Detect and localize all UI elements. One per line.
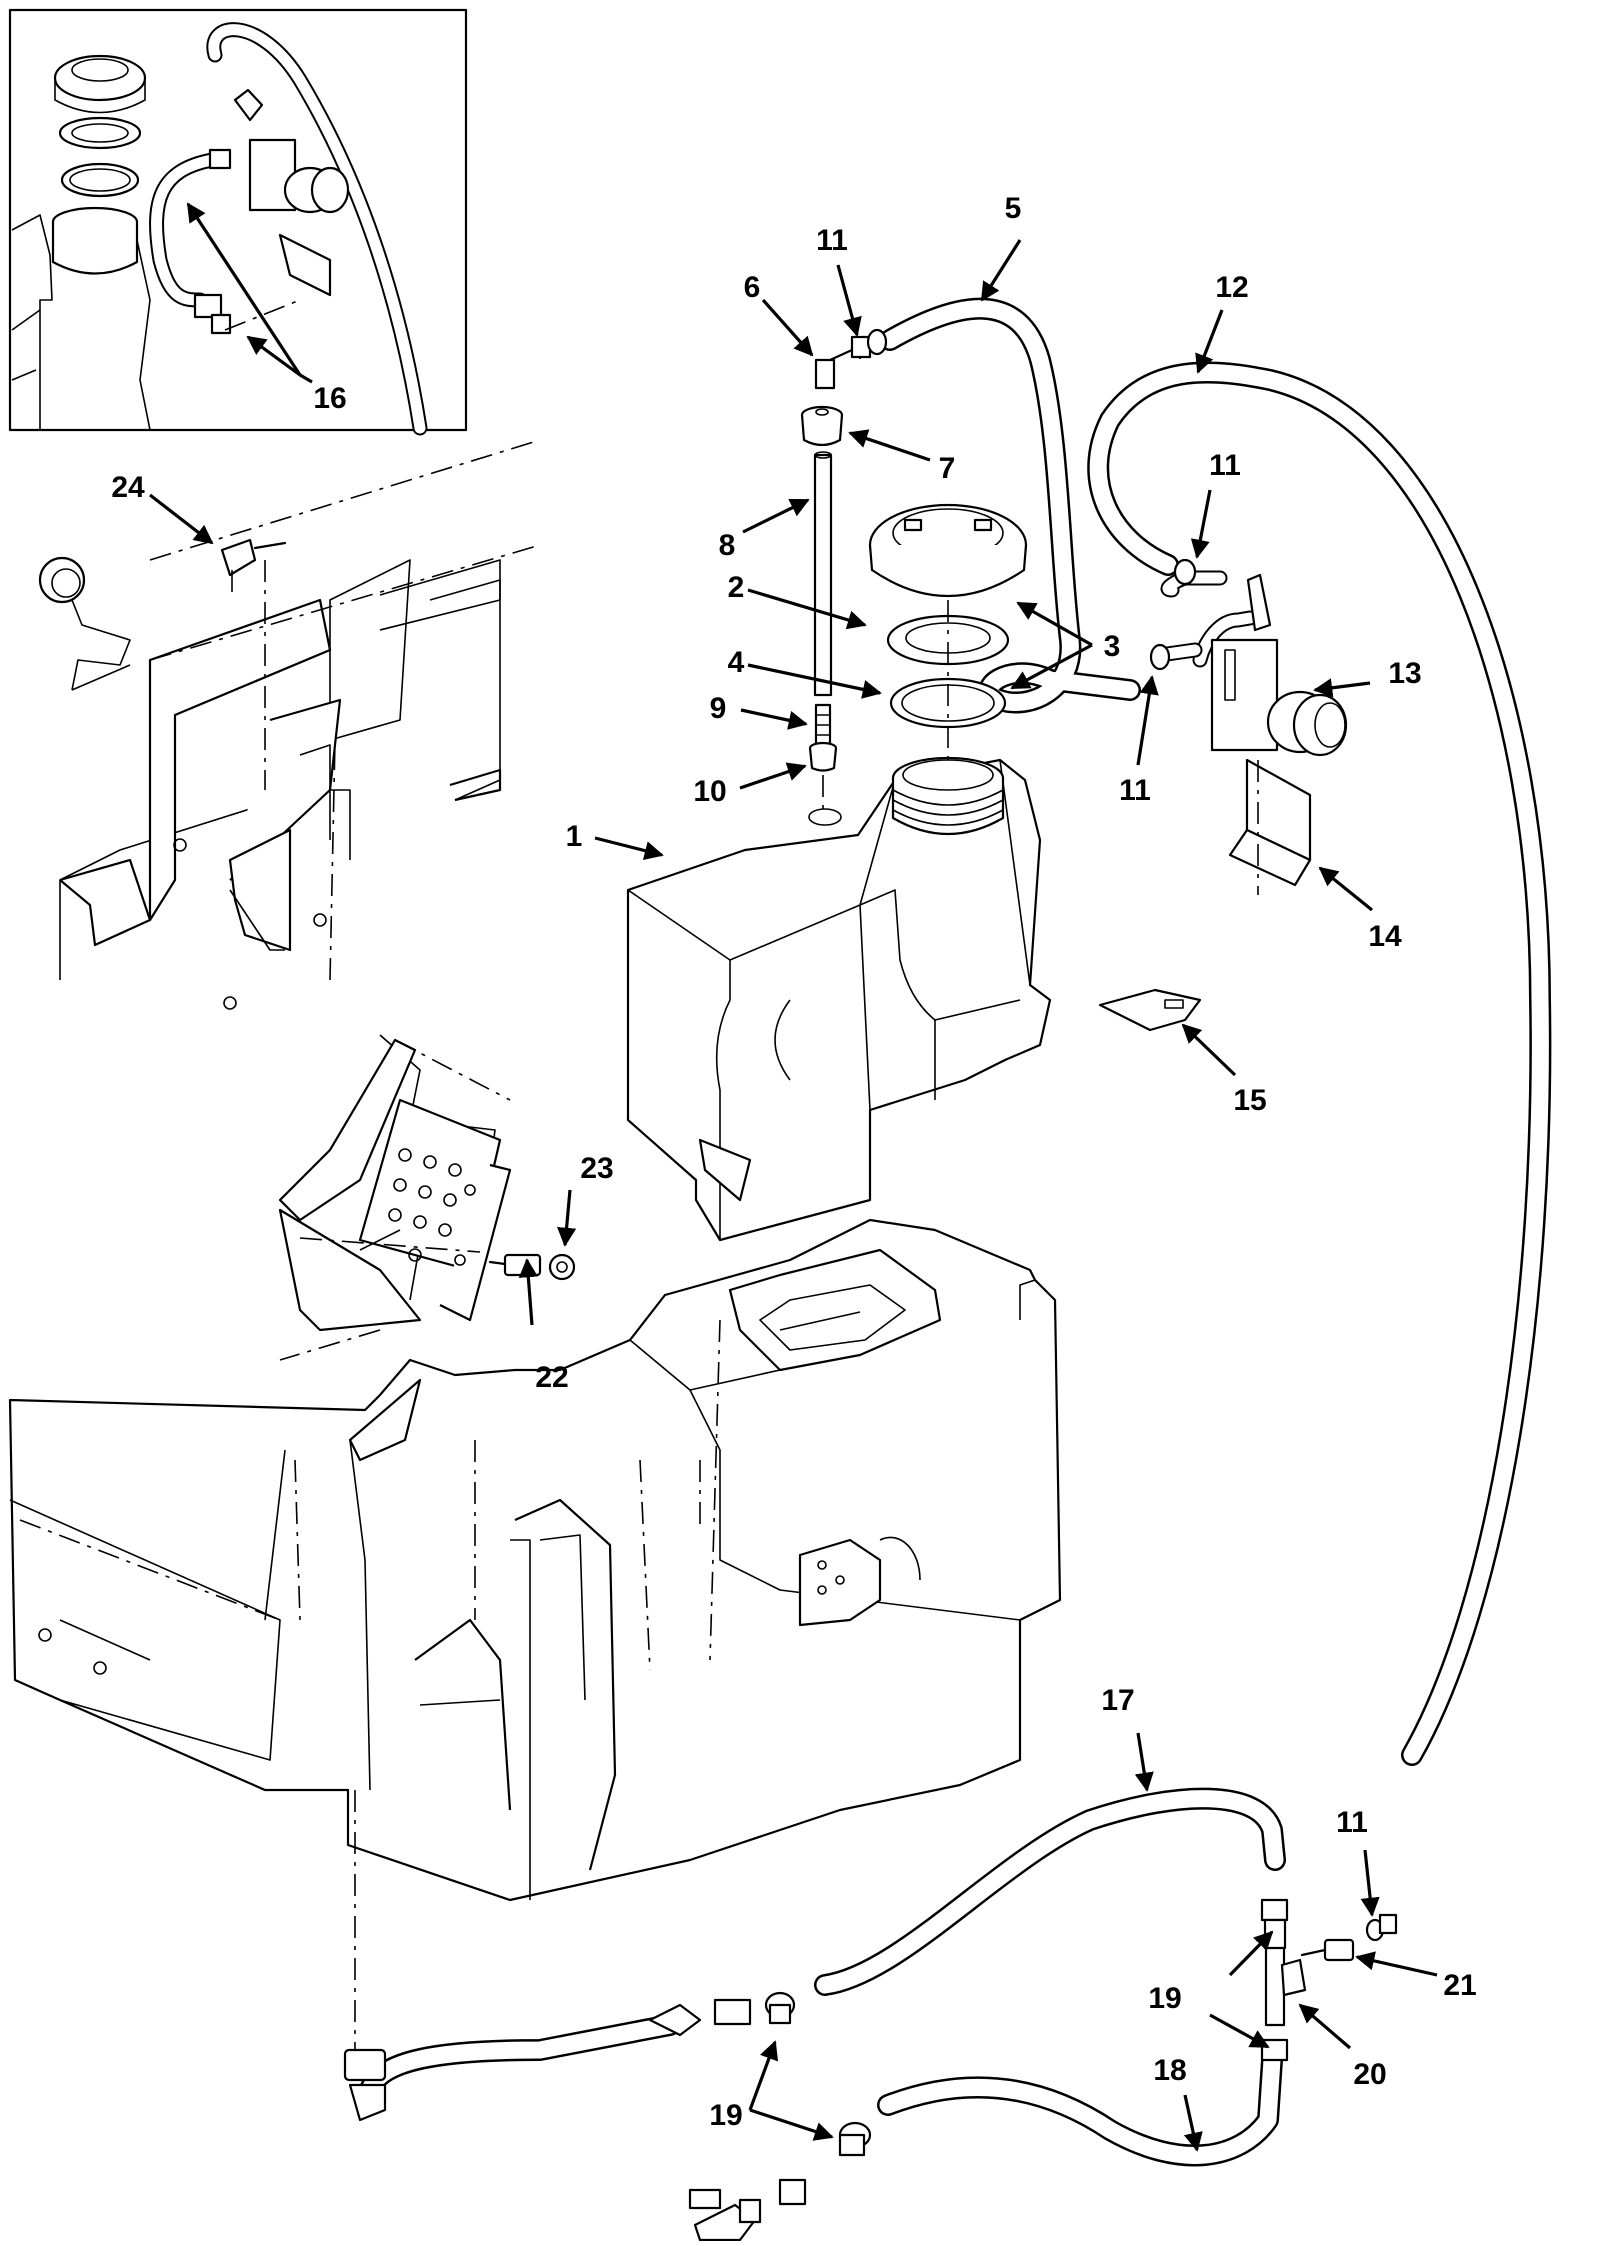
callout-12: 12	[1215, 271, 1248, 304]
callout-1: 1	[566, 820, 583, 853]
fuel-tank-lower	[8, 1218, 1062, 2050]
callout-11-valve-lower: 11	[1119, 774, 1151, 807]
callout-16: 16	[313, 382, 346, 415]
callout-18: 18	[1153, 2054, 1186, 2087]
callout-2: 2	[728, 571, 745, 604]
fuel-tank-upper	[626, 600, 1052, 1242]
hose-12	[1087, 361, 1552, 1766]
callout-22: 22	[535, 1361, 568, 1394]
callout-9: 9	[710, 692, 727, 725]
callout-20: 20	[1353, 2058, 1386, 2091]
frame-bracket	[38, 439, 541, 1010]
callout-15: 15	[1233, 1084, 1266, 1117]
callout-labels: 1 2 3 4 5 6 7 8 9 10 11 11 11 11 12 13 1…	[111, 192, 1476, 2132]
callout-7: 7	[939, 452, 956, 485]
callout-21: 21	[1443, 1969, 1476, 2002]
lower-hose-assembly	[343, 558, 1398, 2242]
callout-14: 14	[1368, 920, 1402, 953]
plate-15	[1098, 988, 1202, 1032]
callout-3: 3	[1104, 630, 1121, 663]
filler-hose-assembly	[800, 297, 1141, 772]
callout-8: 8	[719, 529, 736, 562]
callout-6: 6	[744, 271, 761, 304]
leader-arrows	[149, 239, 1438, 2152]
callout-10: 10	[693, 775, 726, 808]
callout-11-valve-upper: 11	[1209, 449, 1241, 482]
callout-19-left: 19	[709, 2099, 742, 2132]
callout-17: 17	[1101, 1684, 1134, 1717]
bolt-holes	[388, 1148, 476, 1266]
callout-24: 24	[111, 471, 145, 504]
valve-assembly	[1152, 570, 1348, 895]
inset-detail	[8, 8, 468, 436]
callout-4: 4	[728, 646, 745, 679]
callout-13: 13	[1388, 657, 1421, 690]
callout-11-top: 11	[816, 224, 848, 257]
callout-5: 5	[1005, 192, 1022, 225]
callout-11-lower: 11	[1336, 1806, 1368, 1839]
callout-19-right: 19	[1148, 1982, 1181, 2015]
callout-23: 23	[580, 1152, 613, 1185]
